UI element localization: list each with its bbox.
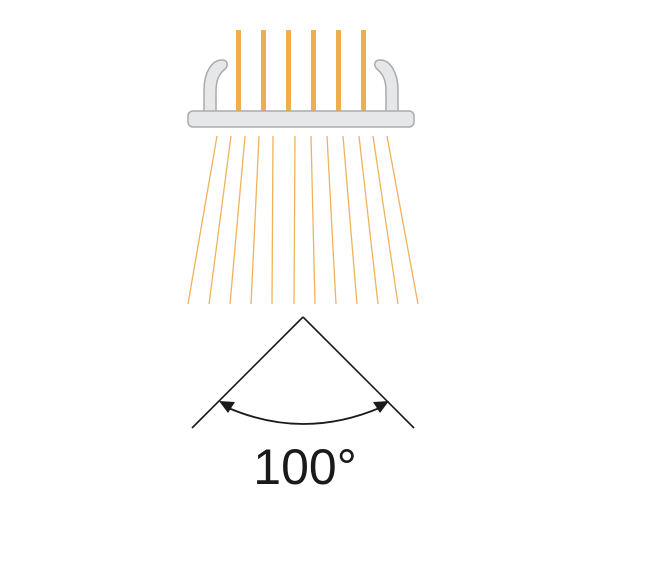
led-profile-icon: [187, 59, 415, 128]
light-ray: [208, 135, 232, 305]
light-ray: [250, 135, 260, 305]
profile-right-clip: [374, 59, 399, 115]
light-ray: [326, 135, 337, 305]
led-chip: [236, 30, 241, 112]
light-ray: [386, 135, 419, 305]
led-chip: [261, 30, 266, 112]
light-ray: [229, 135, 246, 305]
light-ray: [187, 135, 218, 305]
light-ray: [293, 135, 296, 305]
light-beam-icon: [187, 135, 419, 305]
light-ray: [358, 135, 379, 305]
angle-left-line: [191, 316, 304, 429]
led-chip: [286, 30, 291, 112]
profile-base: [187, 110, 415, 128]
light-ray: [271, 135, 274, 305]
angle-arrowhead-right: [373, 401, 389, 413]
led-chip: [361, 30, 366, 112]
profile-left-clip: [203, 59, 228, 115]
light-ray: [372, 135, 399, 305]
led-chip: [311, 30, 316, 112]
angle-arrow-icon: [191, 316, 415, 429]
angle-arrowhead-left: [219, 401, 235, 413]
light-ray: [310, 135, 316, 305]
beam-angle-label: 100°: [253, 439, 356, 495]
angle-arc: [223, 405, 385, 425]
angle-right-line: [302, 316, 415, 429]
light-ray: [342, 135, 358, 305]
led-chip: [336, 30, 341, 112]
led-chips: [236, 30, 366, 112]
